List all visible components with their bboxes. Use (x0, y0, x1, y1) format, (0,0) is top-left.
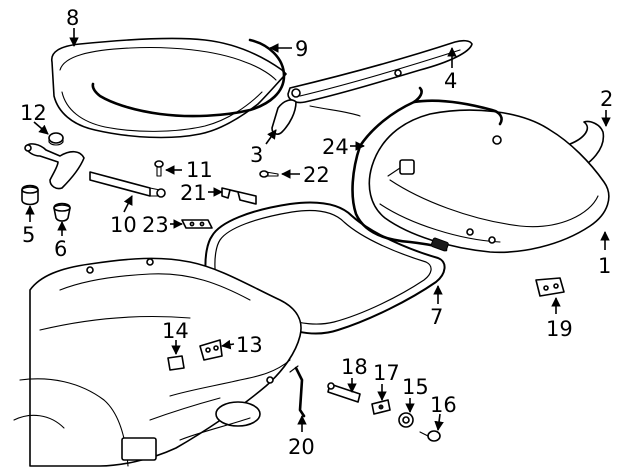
callout-11-label: 11 (186, 158, 213, 182)
callout-13: 13 (221, 333, 263, 357)
callout-11: 11 (165, 158, 213, 182)
part-14-bumper-block (167, 355, 185, 371)
callout-3-label: 3 (250, 143, 263, 167)
part-24-wiring-harness (309, 86, 503, 252)
callout-21: 21 (180, 181, 223, 205)
part-17-grommet (371, 399, 391, 415)
callout-18: 18 (341, 355, 368, 393)
callout-15: 15 (402, 375, 429, 413)
callout-13-label: 13 (236, 333, 263, 357)
part-8-trunk-lid (51, 37, 287, 139)
part-21-clip (221, 187, 257, 205)
callout-17: 17 (373, 361, 400, 401)
callout-4-label: 4 (444, 69, 457, 93)
callout-6: 6 (54, 221, 67, 261)
part-5-bumper (21, 184, 39, 206)
callout-12-label: 12 (20, 101, 47, 125)
callout-4: 4 (444, 47, 457, 93)
part-20-release-rod (289, 365, 306, 418)
callout-9: 9 (269, 37, 308, 61)
callout-10: 10 (110, 195, 137, 237)
callout-8: 8 (66, 6, 79, 47)
callout-5: 5 (22, 205, 35, 247)
callout-7-label: 7 (430, 305, 443, 329)
part-10-lift-strut (24, 143, 166, 198)
part-18-handle (327, 382, 361, 403)
callout-22-label: 22 (303, 163, 330, 187)
callout-20: 20 (288, 415, 315, 459)
part-13-latch (199, 339, 223, 361)
callout-14-label: 14 (162, 319, 189, 343)
callout-10-label: 10 (110, 213, 137, 237)
callout-1-label: 1 (598, 254, 611, 278)
part-3-bracket (271, 99, 297, 135)
callout-9-label: 9 (295, 37, 308, 61)
part-6-bumper (53, 202, 71, 222)
callout-14: 14 (162, 319, 189, 355)
callout-20-label: 20 (288, 435, 315, 459)
callout-8-label: 8 (66, 6, 79, 30)
callout-19-label: 19 (546, 317, 573, 341)
callout-23-label: 23 (142, 213, 169, 237)
car-body-rear (13, 257, 302, 467)
part-11-ball-stud (154, 160, 164, 177)
part-23-pad (181, 219, 213, 229)
callout-2: 2 (600, 87, 613, 127)
callout-2-label: 2 (600, 87, 613, 111)
callout-23: 23 (142, 213, 183, 237)
part-19-hinge-bracket (535, 277, 565, 297)
callout-3: 3 (250, 129, 277, 167)
part-15-lock-cylinder (398, 412, 414, 428)
callout-16-label: 16 (430, 393, 457, 417)
part-9-weatherstrip (91, 38, 286, 118)
callout-24-label: 24 (322, 135, 349, 159)
callout-1: 1 (598, 231, 611, 278)
callout-6-label: 6 (54, 237, 67, 261)
callout-12: 12 (20, 101, 49, 135)
callout-19: 19 (546, 297, 573, 341)
callout-22: 22 (281, 163, 330, 187)
part-1-inner-panel (368, 109, 610, 254)
part-12-bolt (48, 132, 64, 146)
part-16-stud (419, 430, 441, 442)
callout-24: 24 (322, 135, 365, 159)
callout-17-label: 17 (373, 361, 400, 385)
part-22-screw (259, 170, 279, 178)
callout-16: 16 (430, 393, 457, 431)
callout-7: 7 (430, 285, 443, 329)
callout-5-label: 5 (22, 223, 35, 247)
callout-21-label: 21 (180, 181, 207, 205)
callout-15-label: 15 (402, 375, 429, 399)
part-4-spoiler (287, 39, 473, 104)
callout-18-label: 18 (341, 355, 368, 379)
